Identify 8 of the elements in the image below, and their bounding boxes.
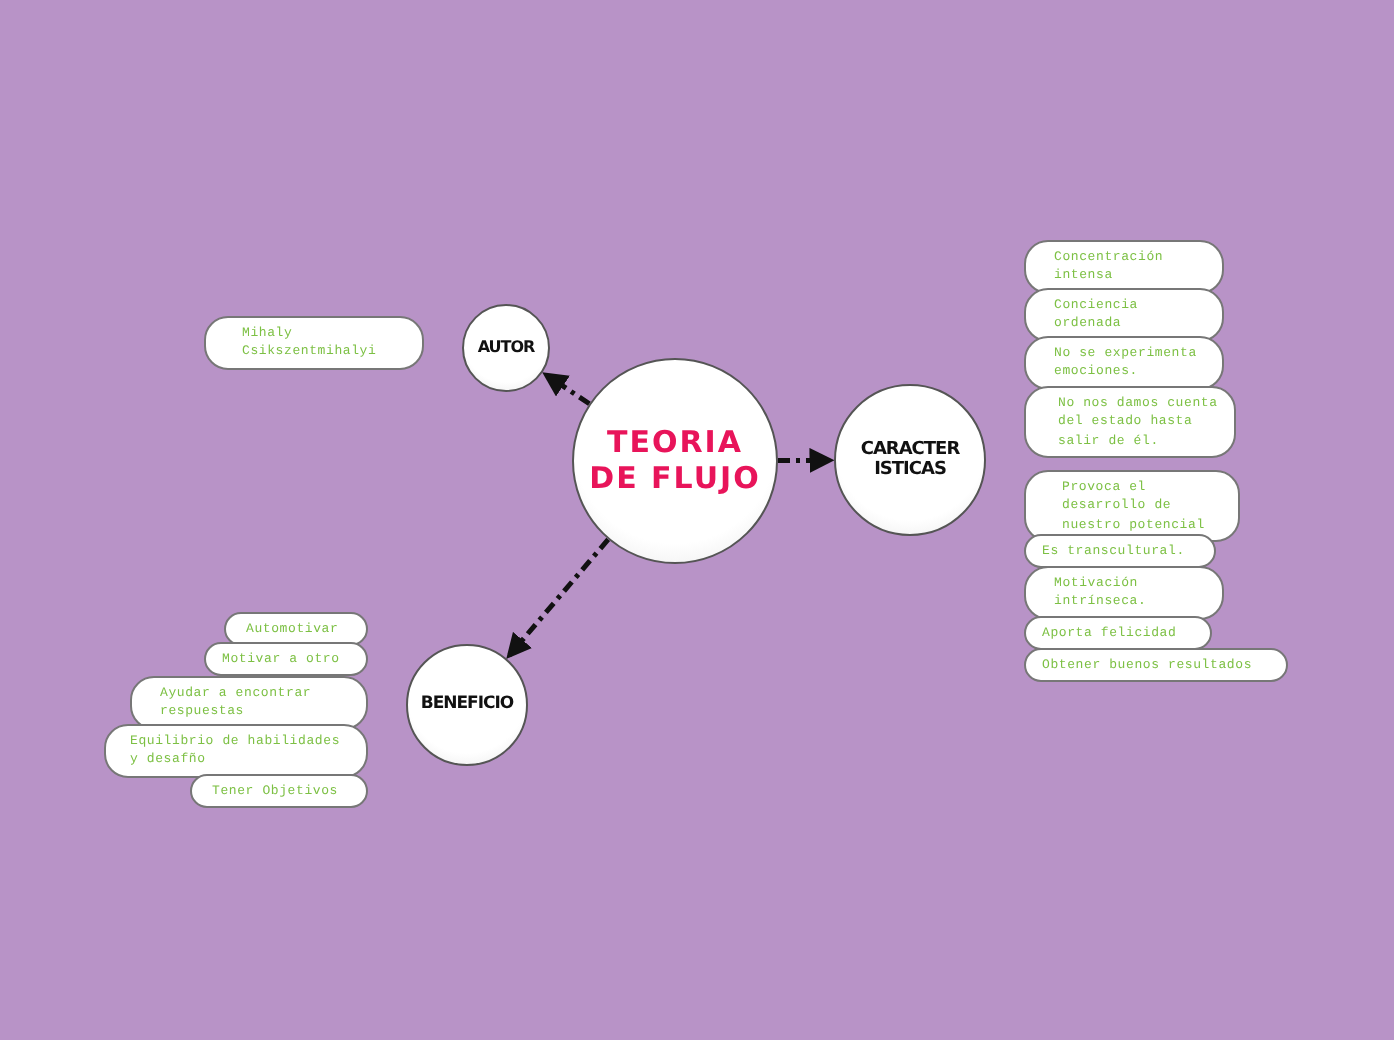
topic-label: TEORIA DE FLUJO [587,426,763,496]
topic-label: CARACTERISTICAS [860,439,960,481]
topic-label: BENEFICIO [418,695,516,715]
arrow [542,371,591,406]
arrow [778,447,835,473]
topic-circle [462,304,550,392]
topic-label: AUTOR [475,338,537,358]
arrow [505,537,611,659]
